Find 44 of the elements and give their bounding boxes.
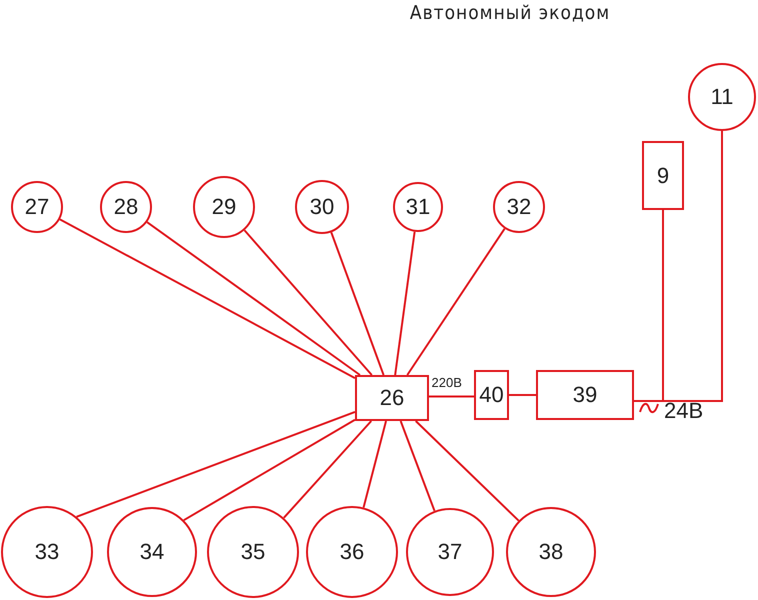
node-number: 34 — [140, 539, 164, 565]
diagram-title: Автономный экодом — [408, 2, 612, 24]
numbered-box — [642, 141, 684, 210]
node-number: 35 — [240, 539, 266, 565]
connector-line — [634, 131, 723, 402]
node-number: 11 — [710, 84, 734, 110]
node-number: 39 — [572, 382, 598, 408]
connector-line — [330, 232, 384, 376]
node-number: 31 — [406, 194, 430, 220]
voltage-label: 24В — [664, 398, 704, 424]
node-number: 37 — [438, 539, 462, 565]
node-number: 33 — [34, 539, 60, 565]
node-number: 36 — [340, 539, 364, 565]
node-number: 40 — [479, 382, 504, 408]
node-number: 32 — [506, 194, 532, 220]
connector-line — [59, 218, 356, 379]
node-number: 28 — [114, 194, 138, 220]
numbered-box — [536, 370, 634, 420]
node-number: 9 — [656, 162, 670, 188]
connector-line — [429, 396, 474, 398]
numbered-circle — [493, 181, 545, 233]
connector-line — [400, 420, 436, 512]
numbered-circle — [295, 180, 349, 234]
connector-line — [362, 420, 387, 508]
node-number: 30 — [310, 194, 334, 220]
edge-label: 220В — [432, 374, 462, 390]
connector-line — [283, 420, 372, 519]
connector-line — [183, 418, 356, 522]
connector-line — [146, 221, 361, 376]
numbered-box — [355, 375, 429, 421]
connector-line — [415, 420, 520, 522]
numbered-circle — [11, 181, 63, 233]
connector-line — [394, 232, 416, 376]
node-number: 27 — [24, 194, 50, 220]
connector-line — [244, 230, 373, 376]
numbered-circle — [393, 182, 443, 232]
node-number: 26 — [380, 385, 404, 411]
numbered-circle — [100, 181, 152, 233]
connector-line — [509, 394, 536, 396]
node-number: 29 — [212, 194, 236, 220]
connector-line — [76, 411, 356, 518]
numbered-box — [474, 370, 509, 420]
connector-line — [406, 228, 506, 376]
node-number: 38 — [538, 539, 564, 565]
